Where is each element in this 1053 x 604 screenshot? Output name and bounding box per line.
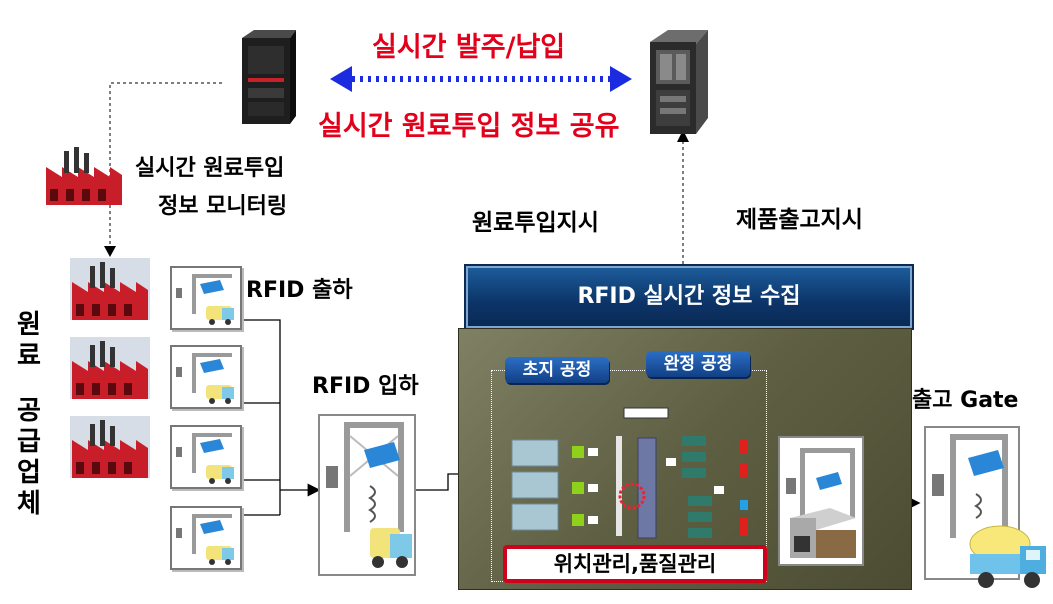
supplier-factory-icon (70, 258, 150, 320)
truck-icon (966, 524, 1050, 590)
process-equipment-icon (500, 406, 766, 546)
supplier-factory-icon (70, 337, 150, 399)
rfid-shipping-label: RFID 출하 (246, 278, 353, 303)
exit-gate-label: 출고 Gate (912, 388, 1019, 413)
location-quality-bar: 위치관리,품질관리 (503, 545, 767, 583)
monitor-label-line2: 정보 모니터링 (158, 194, 288, 219)
realtime-share-label: 실시간 원료투입 정보 공유 (318, 111, 620, 142)
product-release-label: 제품출고지시 (736, 207, 863, 233)
shipping-rfid-dock-icon (170, 266, 242, 330)
warehouse-rfid-gate-icon (778, 436, 864, 566)
finishing-process-badge: 완정 공정 (646, 351, 750, 377)
rfid-realtime-banner: RFID 실시간 정보 수집 (466, 266, 912, 328)
mainframe-server-icon (646, 30, 712, 140)
factory-icon (44, 143, 124, 205)
shipping-rfid-dock-icon (170, 506, 242, 570)
supplier-factory-icon (70, 416, 150, 478)
material-order-label: 원료투입지시 (472, 210, 599, 236)
monitor-label-line1: 실시간 원료투입 (135, 156, 285, 181)
rfid-receiving-gate-icon (318, 414, 416, 576)
server-icon (236, 30, 296, 128)
supplier-vertical-label: 원 료 공 급 업 체 (17, 310, 41, 519)
rfid-receiving-label: RFID 입하 (312, 374, 419, 399)
shipping-rfid-dock-icon (170, 345, 242, 409)
shipping-rfid-dock-icon (170, 425, 242, 489)
paper-process-badge: 초지 공정 (505, 357, 609, 383)
realtime-order-label: 실시간 발주/납입 (372, 32, 566, 63)
